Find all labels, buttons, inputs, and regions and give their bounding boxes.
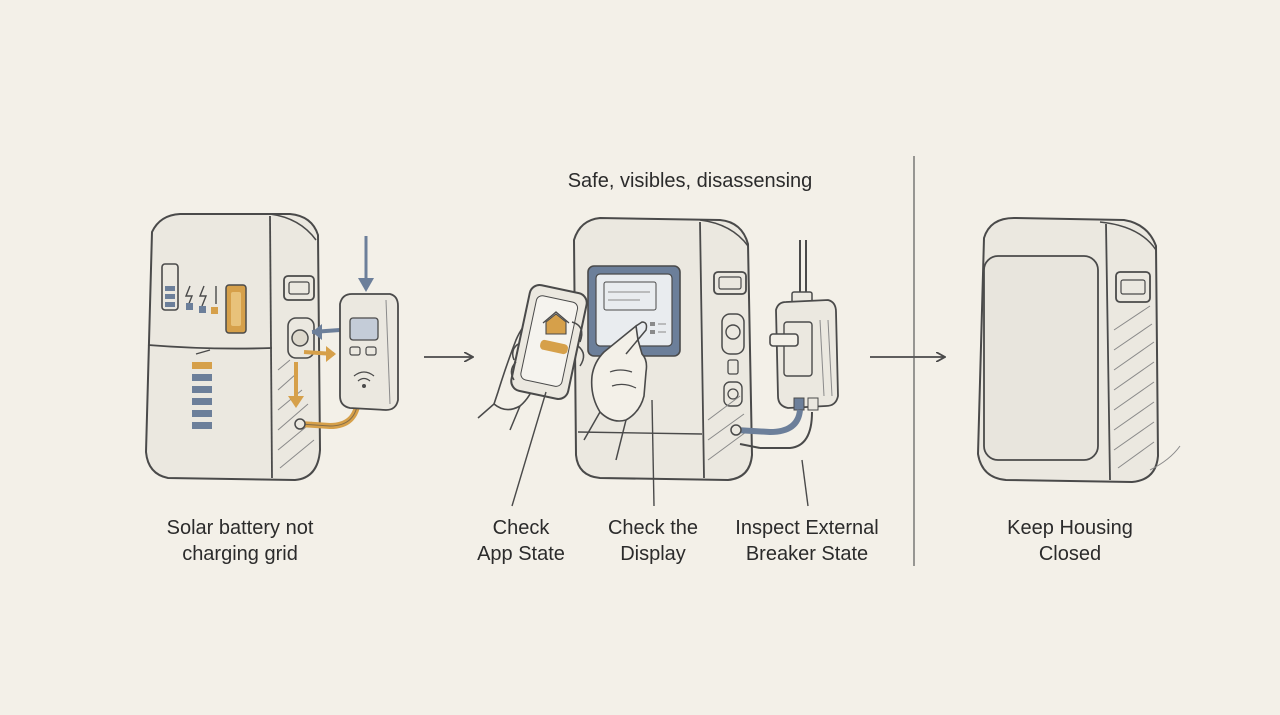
- step-label-line: App State: [477, 543, 565, 565]
- step-label-line: Display: [620, 543, 686, 565]
- step-label-line: Inspect External: [735, 517, 879, 539]
- hand-with-phone: [477, 284, 588, 431]
- hand-pointing: [583, 321, 648, 461]
- leader-line-display: [651, 399, 655, 507]
- header-note: Safe, visibles, disassensing: [567, 170, 813, 192]
- step-label-app-state: Check App State: [456, 515, 586, 567]
- step-label-line: Keep Housing: [1007, 517, 1133, 539]
- step-label-line: Breaker State: [745, 543, 869, 565]
- leader-line-breaker: [801, 459, 809, 507]
- smart-meter: [339, 236, 399, 411]
- step-label-line: Check: [492, 517, 550, 539]
- step-label-line: Solar battery not: [166, 517, 314, 539]
- step-label-breaker: Inspect External Breaker State: [712, 515, 902, 567]
- external-breaker: [730, 240, 839, 449]
- battery-unit-1: [144, 213, 361, 482]
- battery-unit-closed: [976, 216, 1181, 484]
- step-label-line: charging grid: [182, 543, 298, 565]
- step-label-housing: Keep Housing Closed: [960, 515, 1180, 567]
- battery-unit-2: [572, 216, 754, 482]
- step-label-display: Check the Display: [586, 515, 720, 567]
- step-label-problem: Solar battery not charging grid: [120, 515, 360, 567]
- step-label-line: Closed: [1038, 543, 1102, 565]
- step-label-line: Check the: [607, 517, 699, 539]
- leader-line-app: [511, 391, 547, 507]
